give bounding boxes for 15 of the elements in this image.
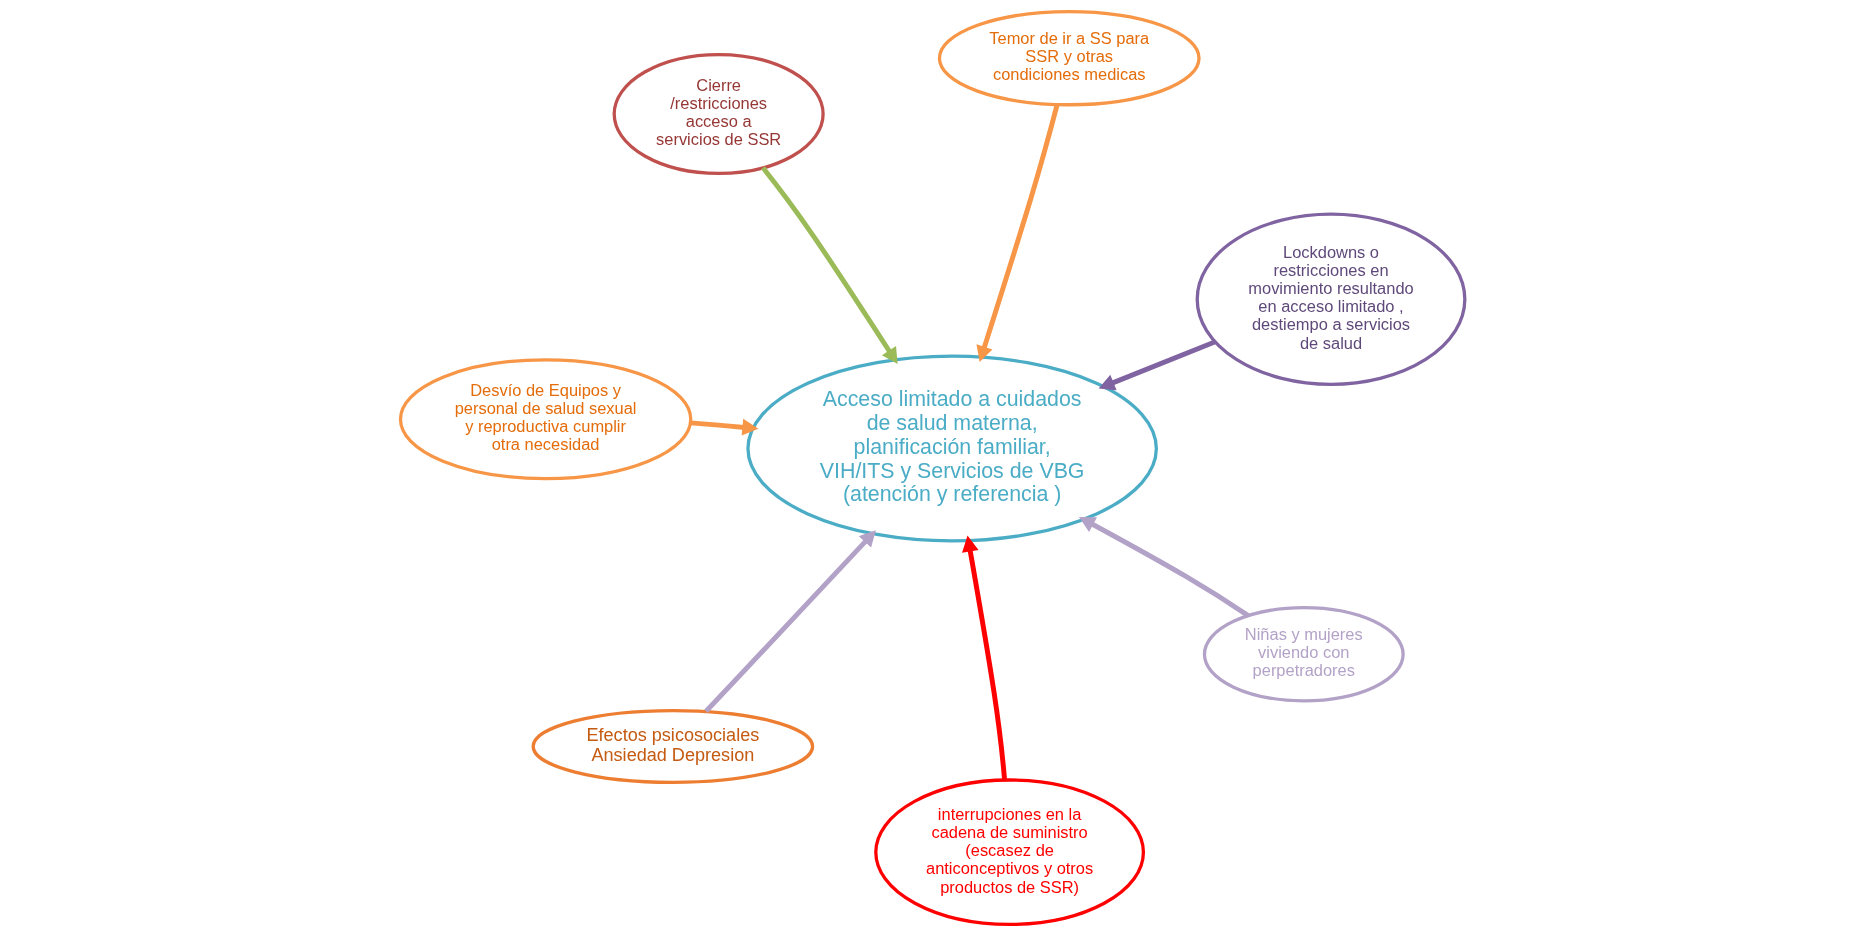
arrow [975,104,1060,363]
arrow [690,418,758,436]
node-ellipse: Cierre /restricciones acceso a servicios de SSR [612,52,825,176]
node-ellipse: Lockdowns o restricciones en movimiento resultando en acceso limitado , destiempo a servicios de salud [1195,212,1466,386]
node-ellipse: Acceso limitado a cuidados de salud materna, planificación familiar, VIH/ITS y Servicios de VBG (atención y referencia ) [745,354,1158,543]
node-ellipse: interrupciones en la cadena de suministro (escasez de anticonceptivos y otros productos de SSR) [873,778,1145,927]
node-ellipse: Niñas y mujeres viviendo con perpetradores [1202,606,1405,703]
node-ellipse: Efectos psicosociales Ansiedad Depresion [531,708,814,784]
arrow [760,166,898,365]
arrow [1098,339,1216,391]
node-ellipse: Temor de ir a SS para SSR y otras condiciones medicas [937,9,1201,107]
arrow [1078,516,1250,618]
arrow [703,530,876,713]
node-ellipse: Desvío de Equipos y personal de salud sexual y reproductiva cumplir otra necesidad [398,358,692,481]
arrow [961,535,1007,781]
